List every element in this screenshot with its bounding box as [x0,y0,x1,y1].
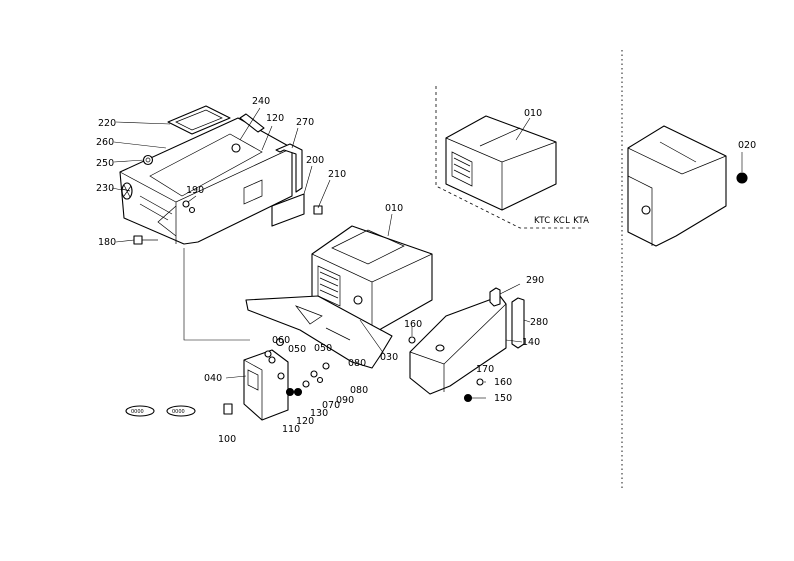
washer-110 [285,387,295,397]
part-labels: 220 260 250 230 180 190 240 120 270 200 … [96,96,756,445]
label-220: 220 [98,118,116,129]
part-160b [476,378,484,386]
label-080-lower: 080 [350,385,368,396]
bolt-180 [133,235,143,245]
part-070 [310,370,318,378]
label-270: 270 [296,117,314,128]
rear-panel [271,193,305,227]
variant-inset [435,86,584,229]
cover-window [243,179,263,205]
screw-210 [313,205,323,215]
side-cover [409,295,507,395]
label-050-left: 050 [288,344,306,355]
label-010-inset: 010 [524,108,542,119]
knob-050 [275,337,285,347]
hinge-290 [489,287,501,307]
label-120: 120 [296,416,314,427]
label-160-left: 160 [404,319,422,330]
label-070: 070 [322,400,340,411]
label-290: 290 [526,275,544,286]
label-170: 170 [476,364,494,375]
nut-020 [736,172,748,184]
top-cover-assembly [119,105,323,245]
part-080 [322,362,330,370]
part-160 [408,336,416,344]
label-210: 210 [328,169,346,180]
label-190: 190 [186,185,204,196]
bar-280 [511,297,525,349]
label-090: 090 [336,395,354,406]
washer-130 [302,380,310,388]
top-grip-plate [167,105,231,135]
label-260: 260 [96,137,114,148]
label-200: 200 [306,155,324,166]
grommet-190 [182,200,190,208]
label-010-main: 010 [385,203,403,214]
top-cover [119,117,293,245]
knob-060 [264,350,272,358]
main-grille [317,265,341,307]
lamp-240 [231,143,241,153]
footer-stamps: 0000 0000 [125,405,196,417]
bolt-150 [463,393,473,403]
label-140: 140 [522,337,540,348]
label-050-right: 050 [314,343,332,354]
part-090 [316,376,324,384]
latch-bar [239,113,265,133]
main-body-010 [245,225,433,369]
right-partial-view [621,50,748,490]
side-cover-assembly [408,287,525,403]
label-150: 150 [494,393,512,404]
label-280: 280 [530,317,548,328]
label-030: 030 [380,352,398,363]
label-100: 100 [218,434,236,445]
inset-variant-note: KTC KCL KTA [534,216,589,226]
svg-text:0000: 0000 [131,409,144,415]
front-panel-040 [223,337,330,421]
base-plate [245,295,393,369]
label-250: 250 [96,158,114,169]
label-120-top: 120 [266,113,284,124]
label-180: 180 [98,237,116,248]
label-110: 110 [282,424,300,435]
label-080-upper: 080 [348,358,366,369]
leader-lines [111,107,743,399]
knob-250 [142,154,154,166]
label-060: 060 [272,335,290,346]
svg-text:0000: 0000 [172,409,185,415]
label-040: 040 [204,373,222,384]
screw-100 [223,403,233,415]
bracket-bar [275,143,303,193]
label-240: 240 [252,96,270,107]
label-130: 130 [310,408,328,419]
label-160-right: 160 [494,377,512,388]
label-020: 020 [738,140,756,151]
label-230: 230 [96,183,114,194]
washer-120 [293,387,303,397]
